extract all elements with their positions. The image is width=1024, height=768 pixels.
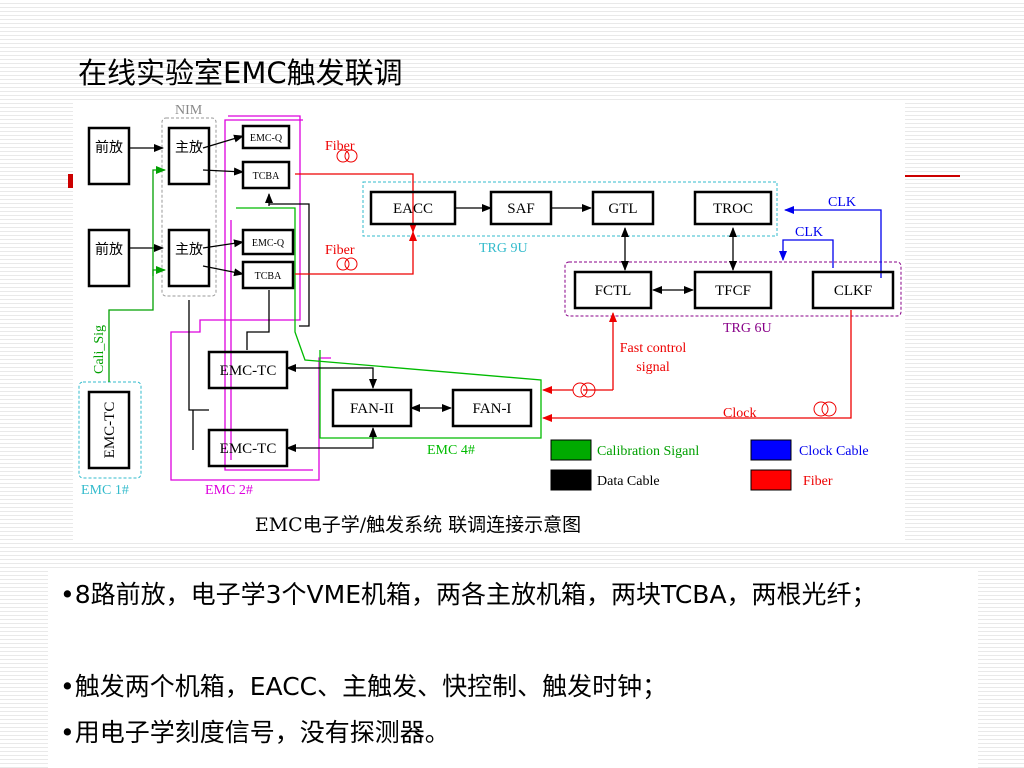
- tcba-1-box: [241, 160, 291, 190]
- fiber-label-1: Fiber: [325, 139, 355, 154]
- fan2-label: FAN-II: [350, 401, 394, 417]
- emctc-top-label: EMC-TC: [220, 363, 277, 379]
- emc2-frame: [170, 115, 331, 481]
- clk-label-1: CLK: [828, 195, 856, 210]
- fiber-label-2: Fiber: [325, 243, 355, 258]
- fan1-box: [451, 388, 533, 428]
- emctc-left-label: EMC-TC: [102, 402, 118, 459]
- mainamp-2-label: 主放: [175, 242, 203, 258]
- notes-panel: •8路前放，电子学3个VME机箱，两各主放机箱，两块TCBA，两根光纤； •触发…: [48, 568, 978, 768]
- legend-label-fiber: Fiber: [803, 474, 833, 489]
- legend-swatch-data: [550, 469, 592, 491]
- tfcf-box: [693, 270, 773, 310]
- nim-crate-frame: [161, 117, 217, 297]
- emctc-bottom-label: EMC-TC: [220, 441, 277, 457]
- signal-label: signal: [636, 360, 670, 375]
- clock-label: Clock: [723, 406, 756, 421]
- legend-label-clock: Clock Cable: [799, 444, 869, 459]
- emc4-label: EMC 4#: [427, 443, 475, 458]
- accent-line: [903, 175, 960, 177]
- emcq-1-box: [241, 124, 291, 150]
- tfcf-label: TFCF: [715, 283, 751, 299]
- emcq-1-label: EMC-Q: [250, 133, 283, 144]
- legend-swatch-clock: [750, 439, 792, 461]
- emctc-bottom-box: [207, 428, 289, 468]
- fctl-label: FCTL: [595, 283, 632, 299]
- clkf-box: [811, 270, 895, 310]
- emc2-label: EMC 2#: [205, 483, 253, 498]
- emc1-frame: [78, 381, 142, 479]
- clkf-label: CLKF: [834, 283, 872, 299]
- preamp-1-label: 前放: [95, 139, 123, 156]
- troc-label: TROC: [713, 201, 753, 217]
- legend-label-calibration: Calibration Siganl: [597, 444, 699, 459]
- fctl-box: [573, 270, 653, 310]
- fast-control-label: Fast control: [620, 341, 687, 356]
- trg6u-frame: [564, 261, 902, 317]
- cali-sig-label: Cali_Sig: [92, 325, 107, 374]
- emcq-2-box: [241, 228, 295, 256]
- diagram-canvas: 前放 前放 主放 主放 EMC-Q TCBA EMC-Q TCBA EACC S…: [78, 103, 902, 498]
- accent-mark: [68, 174, 76, 188]
- mainamp-1-box: [167, 126, 211, 186]
- mainamp-2-box: [167, 228, 211, 288]
- connection-diagram: 前放 前放 主放 主放 EMC-Q TCBA EMC-Q TCBA EACC S…: [73, 100, 905, 540]
- gtl-label: GTL: [608, 201, 637, 217]
- bullet-2: •触发两个机箱，EACC、主触发、快控制、触发时钟；: [60, 672, 668, 701]
- emcq-2-label: EMC-Q: [252, 238, 285, 249]
- bullet-3: •用电子学刻度信号，没有探测器。: [60, 718, 450, 747]
- bullet-1: •8路前放，电子学3个VME机箱，两各主放机箱，两块TCBA，两根光纤；: [60, 580, 877, 609]
- legend-swatch-fiber: [750, 469, 792, 491]
- trg9u-frame: [362, 181, 778, 237]
- emctc-left-box: [87, 390, 131, 470]
- emc1-label: EMC 1#: [81, 483, 129, 498]
- tcba-2-box: [241, 260, 295, 290]
- fan2-box: [331, 388, 413, 428]
- clk-label-2: CLK: [795, 225, 823, 240]
- legend-label-data: Data Cable: [597, 474, 660, 489]
- mainamp-1-label: 主放: [175, 140, 203, 156]
- eacc-label: EACC: [393, 201, 433, 217]
- emctc-top-box: [207, 350, 289, 390]
- trg6u-label: TRG 6U: [723, 321, 772, 336]
- saf-label: SAF: [507, 201, 535, 217]
- slide-title: 在线实验室EMC触发联调: [78, 56, 403, 90]
- preamp-2-label: 前放: [95, 241, 123, 258]
- trg9u-label: TRG 9U: [479, 241, 528, 256]
- nim-label: NIM: [175, 103, 203, 118]
- gtl-box: [591, 190, 655, 226]
- tcba-1-label: TCBA: [253, 171, 280, 182]
- eacc-box: [369, 190, 457, 226]
- preamp-2-box: [87, 228, 131, 288]
- troc-box: [693, 190, 773, 226]
- fan1-label: FAN-I: [473, 401, 512, 417]
- diagram-caption: EMC电子学/触发系统 联调连接示意图: [254, 514, 582, 536]
- saf-box: [489, 190, 553, 226]
- tcba-2-label: TCBA: [255, 271, 282, 282]
- legend-swatch-calibration: [550, 439, 592, 461]
- preamp-1-box: [87, 126, 131, 186]
